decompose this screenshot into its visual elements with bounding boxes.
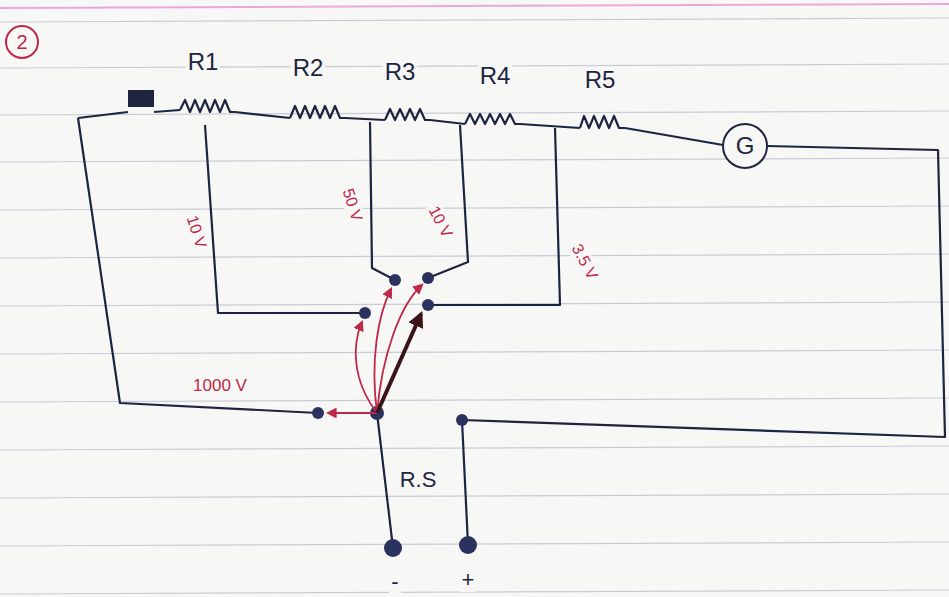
resistor-symbol (180, 100, 235, 112)
range-label: - (389, 570, 400, 594)
part-name: R4 (478, 63, 513, 89)
range-label: 3.5 V (568, 240, 603, 285)
resistor-symbol (290, 106, 345, 118)
resistor-symbol (385, 109, 430, 120)
number-circle (6, 26, 38, 58)
range-label: + (460, 568, 477, 592)
part-name: R2 (291, 55, 326, 81)
range-label: 1000 V (191, 377, 249, 396)
figure-number: 2 (14, 31, 29, 53)
resistor-symbol (465, 114, 520, 124)
range-label: 10 V (182, 212, 210, 253)
part-name: R3 (383, 59, 418, 85)
range-label: 50 V (338, 185, 366, 226)
notebook-lines (0, 4, 949, 594)
wires (78, 90, 945, 548)
part-name: R5 (583, 67, 618, 93)
resistor-symbol (580, 116, 625, 128)
switch-contacts (312, 272, 477, 557)
galvanometer-circle: G (722, 123, 768, 169)
terminal-block (128, 90, 154, 107)
galvanometer-letter: G (736, 132, 755, 160)
part-name: R1 (186, 49, 221, 75)
selector-arrows (328, 285, 422, 413)
range-label: R.S (398, 468, 439, 492)
